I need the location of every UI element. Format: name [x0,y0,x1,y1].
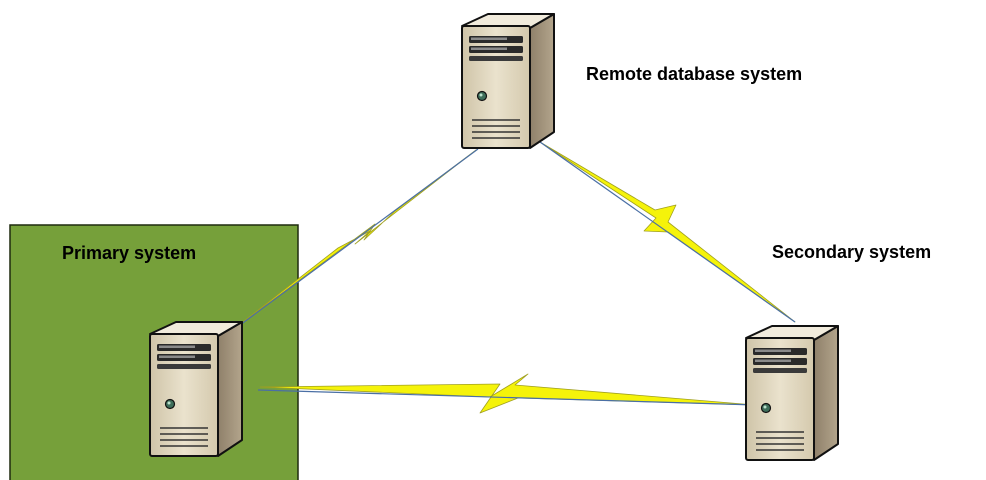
link-remote-secondary [539,141,796,323]
primary-system-label: Primary system [62,243,196,263]
secondary-system-label: Secondary system [772,242,931,262]
server-tower-icon [461,13,555,149]
server-tower-icon [149,321,243,457]
lightning-icon [259,373,756,414]
remote-system-label: Remote database system [586,64,802,84]
link-primary-secondary [257,373,757,414]
link-primary-remote [234,148,479,329]
server-tower-icon [745,325,839,461]
